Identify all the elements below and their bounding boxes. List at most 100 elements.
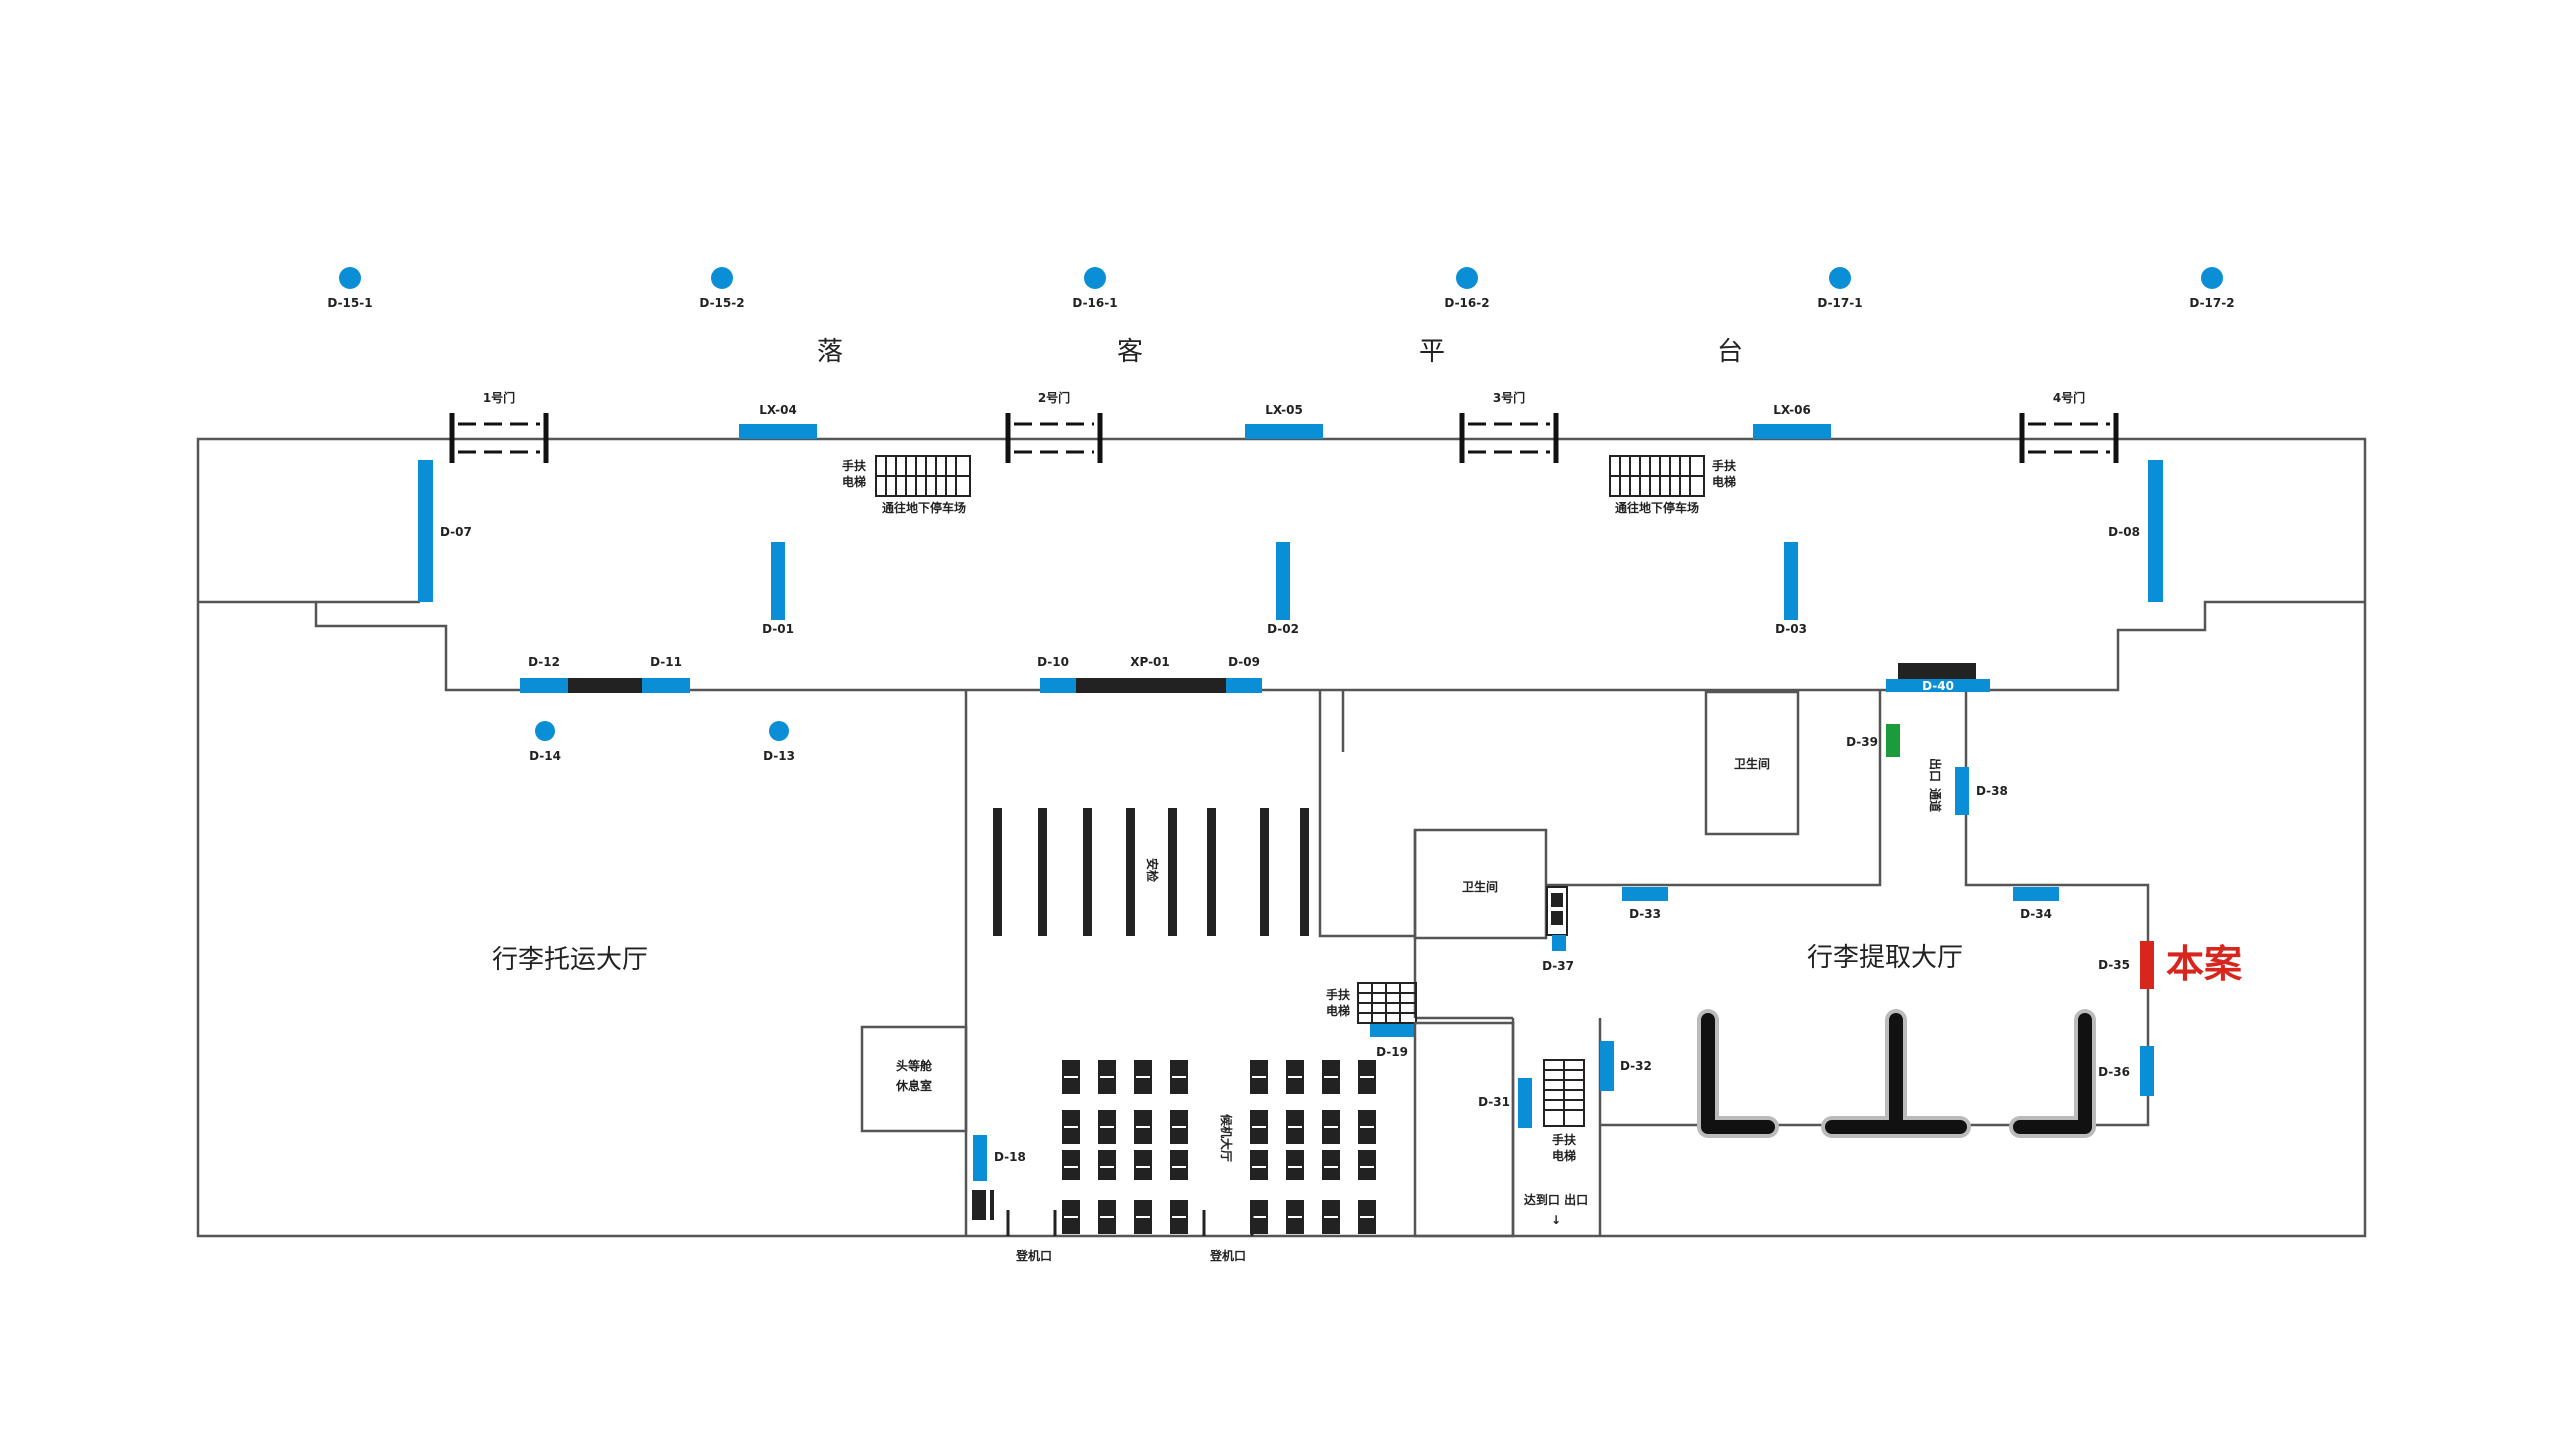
security-label: 安检 (1145, 858, 1160, 882)
door-3[interactable]: 3号门 (1459, 390, 1559, 463)
restroom-lower: 卫生间 (1413, 828, 1548, 940)
ad-spot-d02[interactable]: D-02 (1267, 542, 1299, 636)
seat-divider (1288, 1126, 1302, 1128)
escalator-arrival: 手扶 电梯 (1543, 1059, 1585, 1163)
ad-spot-label: D-40 (1922, 679, 1954, 693)
ad-spot-d40[interactable]: D-40 (1886, 663, 1990, 693)
ad-spot-d34[interactable]: D-34 (2013, 887, 2059, 921)
ad-spot-d19[interactable]: D-19 (1370, 1024, 1414, 1059)
restroom-label: 卫生间 (1462, 879, 1498, 894)
ad-spot-d09[interactable]: D-09 (1226, 655, 1262, 693)
seat-divider (1064, 1076, 1078, 1078)
ad-spot-d11[interactable]: D-11 (642, 655, 690, 693)
platform-char: 台 (1717, 337, 1743, 367)
door-1[interactable]: 1号门 (449, 390, 549, 463)
ad-spot-label: D-18 (994, 1150, 1026, 1164)
checkin-columns: D-14 D-13 (529, 721, 795, 763)
column-label: D-16-1 (1072, 296, 1117, 310)
first-class-lounge: 头等舱 休息室 (860, 1025, 968, 1133)
ad-spot-label: XP-01 (1130, 655, 1170, 669)
ad-spot-d13[interactable]: D-13 (763, 721, 795, 763)
arrival-block (1413, 1021, 1515, 1238)
platform-columns: D-15-1 D-15-2 D-16-1 D-16-2 D-17-1 D-17-… (327, 267, 2235, 310)
ad-spot-label: D-38 (1976, 784, 2008, 798)
ad-spot-d18[interactable]: D-18 (973, 1135, 1026, 1181)
seat-divider (1064, 1126, 1078, 1128)
seat-block (1098, 1150, 1116, 1180)
seat-divider (1360, 1216, 1374, 1218)
ad-spot-lx05[interactable]: LX-05 (1245, 403, 1323, 439)
seat-divider (1100, 1216, 1114, 1218)
seat-divider (1172, 1216, 1186, 1218)
seat-divider (1324, 1126, 1338, 1128)
seat-divider (1324, 1166, 1338, 1168)
platform-column: D-16-1 (1072, 267, 1118, 310)
seat-divider (1172, 1076, 1186, 1078)
ad-spot-d12[interactable]: D-12 (520, 655, 568, 693)
seat-block (1322, 1150, 1340, 1180)
seat-divider (1252, 1126, 1266, 1128)
seat-block (1286, 1150, 1304, 1180)
seat-divider (1252, 1166, 1266, 1168)
ad-spot-label: D-35 (2098, 958, 2130, 972)
escalator-label: 手扶 (1326, 987, 1351, 1002)
restroom-label: 卫生间 (1734, 756, 1770, 771)
seat-divider (1136, 1126, 1150, 1128)
ad-spot-label: D-02 (1267, 622, 1299, 636)
ad-spot-d32[interactable]: D-32 (1600, 1041, 1652, 1091)
boarding-gate-label: 登机口 (1209, 1248, 1246, 1263)
ad-spot-label: D-09 (1228, 655, 1260, 669)
ad-spot-lx06[interactable]: LX-06 (1753, 403, 1831, 439)
ad-spot-d37[interactable]: D-37 (1542, 886, 1574, 973)
platform-column: D-16-2 (1444, 267, 1490, 310)
ad-spot-label: D-14 (529, 749, 561, 763)
door-4[interactable]: 4号门 (2019, 390, 2119, 463)
ad-spot-d38[interactable]: D-38 (1955, 767, 2008, 815)
ad-spot-d07[interactable]: D-07 (418, 460, 472, 602)
ad-spot-d33[interactable]: D-33 (1622, 887, 1668, 921)
column-label: D-15-2 (699, 296, 744, 310)
ad-spot-xp01[interactable]: XP-01 (1076, 655, 1226, 693)
ad-spot-d31[interactable]: D-31 (1478, 1078, 1532, 1128)
ad-spot-d39[interactable]: D-39 (1846, 724, 1900, 757)
ad-spot-d14[interactable]: D-14 (529, 721, 561, 763)
ad-spot-label: D-01 (762, 622, 794, 636)
ad-spot-d03[interactable]: D-03 (1775, 542, 1807, 636)
ad-spot-label: LX-04 (759, 403, 797, 417)
escalator-label: 手扶 (842, 458, 867, 473)
seat-divider (1136, 1216, 1150, 1218)
security-lanes (993, 808, 1309, 936)
seat-divider (1324, 1216, 1338, 1218)
ad-spot-label: D-33 (1629, 907, 1661, 921)
seat-divider (1100, 1076, 1114, 1078)
platform-char: 平 (1419, 337, 1445, 367)
baggage-claim-hall-label: 行李提取大厅 (1807, 943, 1963, 973)
boarding-gate-2[interactable]: 登机口 (1202, 1210, 1254, 1263)
door-2[interactable]: 2号门 (1005, 390, 1103, 463)
ad-spot-d10[interactable]: D-10 (1037, 655, 1076, 693)
ad-spot-d08[interactable]: D-08 (2108, 460, 2163, 602)
ad-spot-label: D-34 (2020, 907, 2052, 921)
checkin-hall-label: 行李托运大厅 (492, 945, 648, 975)
escalator-top-left: 手扶 电梯 通往地下停车场 (842, 455, 971, 515)
corridor-ad-spots: D-07 D-08 D-01 D-02 D-03 (418, 460, 2163, 636)
ad-spot-d35[interactable]: D-35 (2098, 941, 2154, 989)
seat-block (1358, 1150, 1376, 1180)
ad-spot-label: D-36 (2098, 1065, 2130, 1079)
parking-note: 通往地下停车场 (882, 500, 966, 515)
seat-divider (1100, 1166, 1114, 1168)
ad-spot-lx04[interactable]: LX-04 (739, 403, 817, 439)
seat-divider (1288, 1166, 1302, 1168)
door-label: 2号门 (1038, 390, 1070, 405)
seat-divider (1324, 1076, 1338, 1078)
ad-spot-d36[interactable]: D-36 (2098, 1046, 2154, 1096)
ad-spot-label: LX-06 (1773, 403, 1811, 417)
column-label: D-16-2 (1444, 296, 1489, 310)
boarding-gate-1[interactable]: 登机口 (1006, 1210, 1057, 1263)
lx-ad-spots: LX-04 LX-05 LX-06 (739, 403, 1831, 439)
ad-spot-label: D-31 (1478, 1095, 1510, 1109)
seat-divider (1360, 1166, 1374, 1168)
ad-spot-d01[interactable]: D-01 (762, 542, 794, 636)
escalator-label: 电梯 (1712, 474, 1736, 489)
